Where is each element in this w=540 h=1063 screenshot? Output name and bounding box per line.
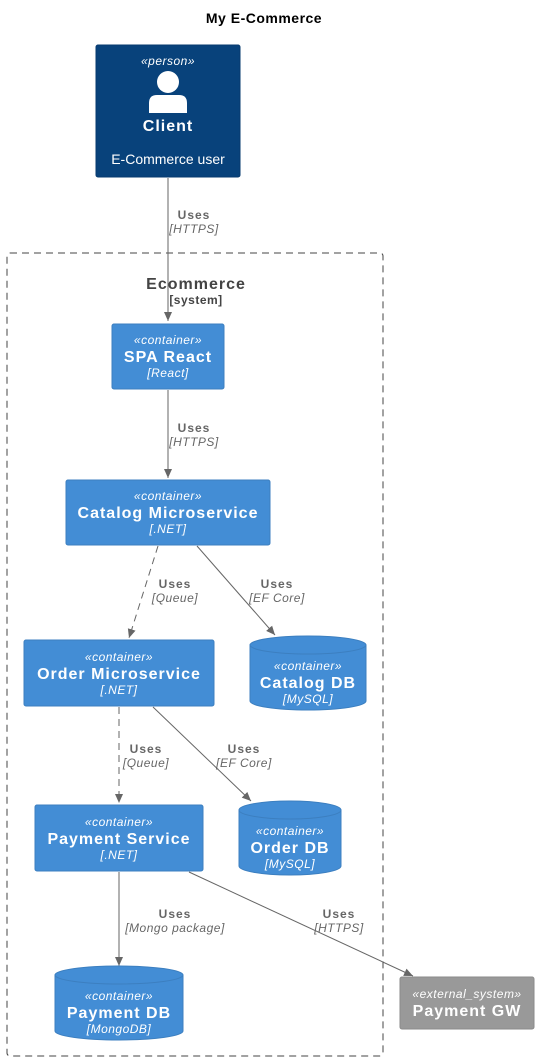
container-order-microservice-box[interactable] [23,639,215,707]
rel-label-client-spa: Uses [178,208,211,222]
spa-name: SPA React [124,349,212,366]
order-db-top [238,800,342,820]
database-catalog-db[interactable]: «container» Catalog DB [MySQL] [249,635,367,711]
system-boundary [6,252,384,1057]
database-payment-db[interactable]: «container» Payment DB [MongoDB] [54,965,184,1041]
catalog-db-body[interactable] [249,644,367,711]
payment-db-body[interactable] [54,974,184,1041]
boundary-name: Ecommerce [146,276,246,293]
spa-stereotype: «container» [134,333,202,347]
container-catalog-microservice[interactable]: «container» Catalog Microservice [.NET] [65,479,271,546]
boundary-type: [system] [169,293,222,307]
container-spa-react[interactable]: «container» SPA React [React] [111,323,225,390]
rel-label-order-payment: Uses [130,742,163,756]
catalog-db-name: Catalog DB [260,675,356,692]
payment-svc-tech: [.NET] [99,848,137,862]
order-db-body[interactable] [238,809,342,876]
container-catalog-microservice-box[interactable] [65,479,271,546]
order-ms-stereotype: «container» [85,650,153,664]
edge-catalog-order [127,545,159,639]
relationships [115,178,414,977]
payment-db-stereotype: «container» [85,989,153,1003]
edge-order-db [152,706,252,802]
rel-tech-spa-catalog: [HTTPS] [168,435,219,449]
order-db-tech: [MySQL] [264,857,315,871]
container-payment-service[interactable]: «container» Payment Service [.NET] [34,804,204,872]
edge-catalog-db [196,545,276,636]
rel-label-payment-db: Uses [159,907,192,921]
external-system-payment-gw[interactable]: «external_system» Payment GW [399,976,535,1030]
rel-tech-client-spa: [HTTPS] [168,222,219,236]
catalog-ms-name: Catalog Microservice [78,505,259,522]
rel-tech-order-payment: [Queue] [122,756,169,770]
rel-label-payment-gw: Uses [323,907,356,921]
person-icon [149,71,187,113]
edge-payment-gw [188,871,414,977]
payment-db-tech: [MongoDB] [86,1022,152,1036]
catalog-db-top [249,635,367,655]
rel-tech-catalog-order: [Queue] [151,591,198,605]
catalog-ms-tech: [.NET] [148,522,186,536]
container-order-microservice[interactable]: «container» Order Microservice [.NET] [23,639,215,707]
person-name: Client [143,118,193,135]
catalog-db-stereotype: «container» [274,659,342,673]
container-payment-service-box[interactable] [34,804,204,872]
rel-label-order-db: Uses [228,742,261,756]
database-order-db[interactable]: «container» Order DB [MySQL] [238,800,342,876]
order-ms-tech: [.NET] [99,683,137,697]
person-client[interactable]: «person» Client E-Commerce user [95,44,241,178]
payment-svc-name: Payment Service [47,831,190,848]
rel-label-catalog-db: Uses [261,577,294,591]
catalog-db-tech: [MySQL] [282,692,333,706]
person-description: E-Commerce user [111,151,225,167]
order-db-name: Order DB [250,840,329,857]
payment-gw-box[interactable] [399,976,535,1030]
rel-tech-payment-gw: [HTTPS] [313,921,364,935]
catalog-ms-stereotype: «container» [134,489,202,503]
person-stereotype: «person» [141,54,195,68]
rel-label-spa-catalog: Uses [178,421,211,435]
order-db-stereotype: «container» [256,824,324,838]
payment-db-name: Payment DB [67,1005,171,1022]
payment-gw-name: Payment GW [413,1003,522,1020]
rel-label-catalog-order: Uses [159,577,192,591]
spa-tech: [React] [146,366,189,380]
payment-gw-stereotype: «external_system» [412,987,521,1001]
rel-tech-payment-db: [Mongo package] [124,921,225,935]
rel-tech-order-db: [EF Core] [215,756,272,770]
payment-svc-stereotype: «container» [85,815,153,829]
container-spa-react-box[interactable] [111,323,225,390]
order-ms-name: Order Microservice [37,666,201,683]
rel-tech-catalog-db: [EF Core] [248,591,305,605]
payment-db-top [54,965,184,985]
diagram-title: My E-Commerce [206,10,322,26]
